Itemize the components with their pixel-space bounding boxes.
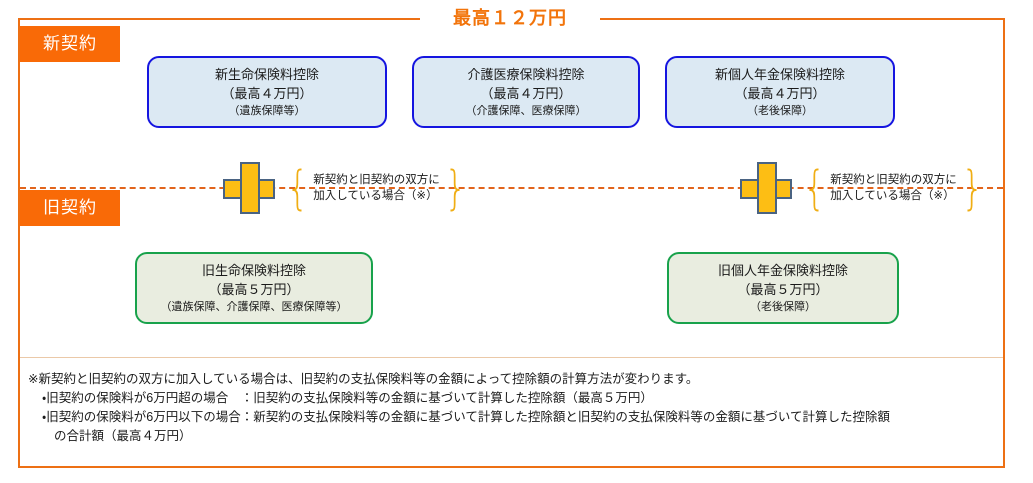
box-title: 介護医療保険料控除 xyxy=(467,66,585,82)
brace-close-icon: } xyxy=(444,161,467,215)
brace-close-icon: } xyxy=(961,161,984,215)
box-scope: （老後保障） xyxy=(747,104,813,117)
box-limit: （最高５万円） xyxy=(208,281,300,297)
new-box-personal-pension-insurance: 新個人年金保険料控除 （最高４万円） （老後保障） xyxy=(665,56,895,128)
connector-note-right: { 新契約と旧契約の双方に 加入している場合（※） } xyxy=(800,165,987,211)
connector-note-text: 新契約と旧契約の双方に 加入している場合（※） xyxy=(829,172,958,204)
box-title: 旧個人年金保険料控除 xyxy=(717,262,848,278)
brace-open-icon: { xyxy=(803,161,826,215)
note-line-2: 加入している場合（※） xyxy=(830,190,955,202)
footnote-block: ※新契約と旧契約の双方に加入している場合は、旧契約の支払保険料等の金額によって控… xyxy=(28,370,996,446)
plus-icon-center-fill xyxy=(242,181,258,197)
footnote-line-2: ・旧契約の保険料が6万円超の場合 ：旧契約の支払保険料等の金額に基づいて計算した… xyxy=(42,391,653,405)
box-title: 旧生命保険料控除 xyxy=(201,262,306,278)
footnote-separator xyxy=(20,357,1003,358)
box-limit: （最高４万円） xyxy=(480,85,572,101)
box-scope: （老後保障） xyxy=(750,300,816,313)
box-limit: （最高４万円） xyxy=(734,85,826,101)
new-old-dashed-divider xyxy=(20,187,1003,189)
box-scope: （遺族保障等） xyxy=(228,104,306,117)
footnote-line-4: の合計額（最高４万円） xyxy=(54,429,192,443)
connector-note-left: { 新契約と旧契約の双方に 加入している場合（※） } xyxy=(283,165,470,211)
page-title: 最高１２万円 xyxy=(453,8,567,28)
new-box-care-medical-insurance: 介護医療保険料控除 （最高４万円） （介護保障、医療保障） xyxy=(412,56,640,128)
footnote-line-3: ・旧契約の保険料が6万円以下の場合：新契約の支払保険料等の金額に基づいて計算した… xyxy=(42,410,890,424)
section-tab-new-contract: 新契約 xyxy=(20,26,120,62)
box-title: 新個人年金保険料控除 xyxy=(714,66,845,82)
new-box-life-insurance: 新生命保険料控除 （最高４万円） （遺族保障等） xyxy=(147,56,387,128)
box-limit: （最高５万円） xyxy=(737,281,829,297)
plus-icon-center-fill xyxy=(759,181,775,197)
plus-icon xyxy=(223,162,275,214)
note-line-1: 新契約と旧契約の双方に xyxy=(313,174,440,186)
section-tab-old-contract: 旧契約 xyxy=(20,190,120,226)
title-border-mask xyxy=(420,10,600,32)
old-box-life-insurance: 旧生命保険料控除 （最高５万円） （遺族保障、介護保障、医療保障等） xyxy=(135,252,373,324)
note-line-1: 新契約と旧契約の双方に xyxy=(830,174,957,186)
note-line-2: 加入している場合（※） xyxy=(313,190,438,202)
brace-open-icon: { xyxy=(286,161,309,215)
plus-icon xyxy=(740,162,792,214)
old-box-personal-pension-insurance: 旧個人年金保険料控除 （最高５万円） （老後保障） xyxy=(667,252,899,324)
footnote-line-1: ※新契約と旧契約の双方に加入している場合は、旧契約の支払保険料等の金額によって控… xyxy=(28,372,699,386)
box-scope: （遺族保障、介護保障、医療保障等） xyxy=(160,300,348,313)
box-limit: （最高４万円） xyxy=(221,85,313,101)
connector-note-text: 新契約と旧契約の双方に 加入している場合（※） xyxy=(312,172,441,204)
box-title: 新生命保険料控除 xyxy=(214,66,319,82)
box-scope: （介護保障、医療保障） xyxy=(465,104,587,117)
